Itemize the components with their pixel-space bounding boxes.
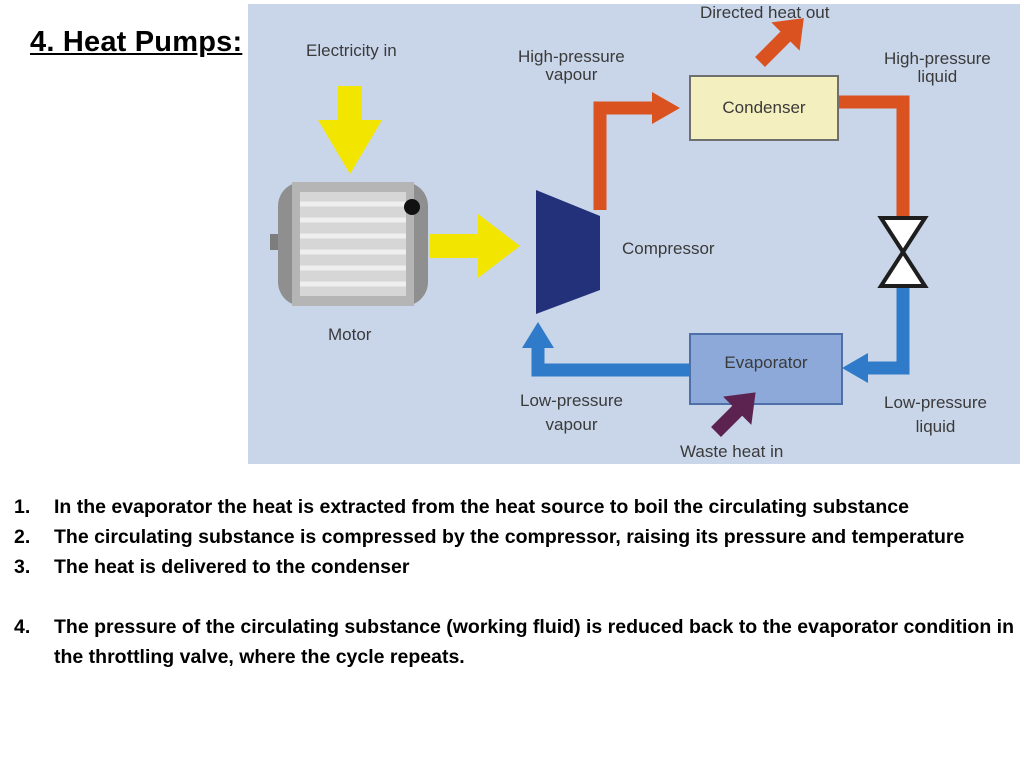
evaporator-label: Evaporator — [724, 353, 808, 372]
waste-heat-in-arrow — [711, 392, 756, 437]
low-pressure-vapour-label: Low-pressure vapour — [520, 390, 623, 436]
throttling-valve — [877, 216, 929, 288]
waste-heat-in-label: Waste heat in — [680, 442, 784, 461]
electricity-in-label: Electricity in — [306, 41, 397, 60]
condenser-label: Condenser — [722, 98, 806, 117]
compressor-shape — [536, 190, 600, 314]
low-pressure-liquid-label-line1: Low-pressure — [884, 393, 987, 412]
step-text: The pressure of the circulating substanc… — [54, 616, 1014, 668]
step-number: 3. — [14, 556, 31, 578]
heat-pump-diagram: Electricity in Directed heat out High-pr… — [248, 4, 1020, 464]
step-item: 1. In the evaporator the heat is extract… — [14, 492, 1014, 522]
compressor-label: Compressor — [622, 239, 715, 258]
low-pressure-liquid-label-line2: liquid — [915, 417, 956, 436]
motor-output-arrow — [430, 214, 520, 278]
step-number: 2. — [14, 526, 31, 548]
hot-pipe-condenser-to-valve — [838, 95, 910, 218]
high-pressure-vapour-label: High-pressure vapour — [518, 46, 625, 86]
step-text: In the evaporator the heat is extracted … — [54, 496, 909, 518]
electricity-in-arrow — [318, 86, 382, 174]
cold-pipe-evaporator-to-compressor — [531, 344, 690, 377]
step-item: 4. The pressure of the circulating subst… — [14, 612, 1014, 672]
directed-heat-out-label: Directed heat out — [700, 4, 830, 22]
cold-pipe-valve-to-evaporator — [863, 286, 910, 375]
slide-title: 4. Heat Pumps: — [30, 26, 243, 58]
step-number: 4. — [14, 616, 31, 638]
step-item: 2. The circulating substance is compress… — [14, 522, 1014, 552]
motor-label: Motor — [328, 325, 372, 344]
cold-pipe-arrowhead-evaporator — [842, 353, 868, 383]
high-pressure-liquid-label: High-pressure liquid — [884, 48, 991, 88]
low-pressure-vapour-label-line2: vapour — [545, 415, 598, 434]
hot-pipe-arrowhead — [652, 92, 680, 124]
high-pressure-vapour-label-line1: High-pressure — [518, 47, 625, 66]
step-item: 3. The heat is delivered to the condense… — [14, 552, 1014, 582]
hot-pipe-compressor-to-condenser — [593, 101, 656, 210]
high-pressure-liquid-label-line1: High-pressure — [884, 49, 991, 68]
high-pressure-vapour-label-line2: vapour — [545, 65, 598, 84]
high-pressure-liquid-label-line2: liquid — [917, 67, 958, 86]
steps-list: 1. In the evaporator the heat is extract… — [14, 492, 1014, 672]
cold-pipe-arrowhead-compressor — [522, 322, 554, 348]
motor-icon — [270, 182, 428, 306]
step-text: The circulating substance is compressed … — [54, 526, 965, 548]
condenser-box — [689, 75, 839, 141]
directed-heat-out-arrow — [755, 18, 804, 67]
low-pressure-vapour-label-line1: Low-pressure — [520, 391, 623, 410]
step-number: 1. — [14, 496, 31, 518]
step-text: The heat is delivered to the condenser — [54, 556, 410, 578]
evaporator-box — [689, 333, 843, 405]
low-pressure-liquid-label: Low-pressure liquid — [884, 392, 987, 438]
